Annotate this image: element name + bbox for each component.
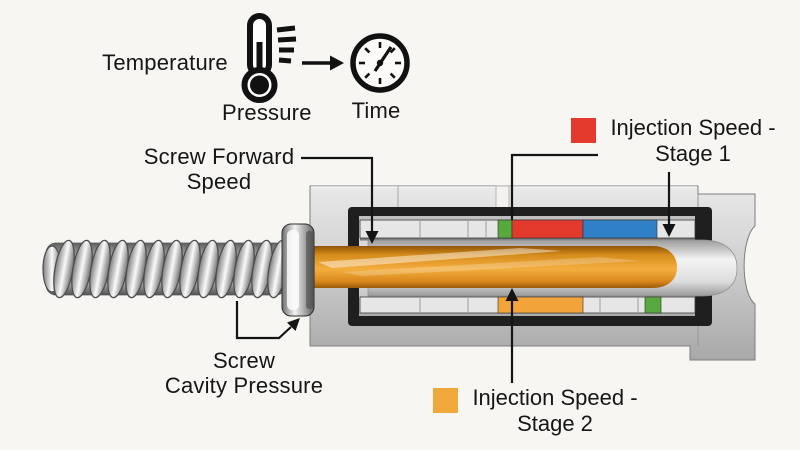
connector-arrowheads [287,224,676,331]
stage1-swatch [571,118,596,143]
top-band-shadow [360,238,695,241]
screw-forward-speed-arrowhead [365,231,379,244]
screw-forward-speed-label: Screw Forward Speed [138,144,300,194]
screw-forward-speed-line1: Screw Forward [143,144,295,169]
screw-cavity-pressure-line2: Cavity Pressure [164,373,324,398]
screw-collar [281,223,315,317]
thermometer-icon [233,12,299,106]
stage2-swatch [433,388,458,413]
legend-stage2-line2: - Stage 2 [517,385,638,436]
bottom-band [359,296,696,314]
screw-cavity-pressure-line1: Screw [212,348,276,373]
timer-gauge-icon [348,31,412,95]
cavity-pressure-arrowhead [287,318,300,331]
legend-stage1: Injection Speed - Stage 1 [571,115,781,167]
stage2-band-orange [497,296,584,314]
screw [42,239,289,299]
stage1-arrowhead [662,224,676,237]
stage1-elbow-connector [510,153,598,220]
legend-stage1-line2: - Stage 1 [655,115,776,166]
legend-stage1-line1: Injection Speed [610,115,763,140]
top-band-blue-segment [582,219,658,239]
melt-flow [312,246,677,288]
callout-connectors [235,153,671,383]
legend-stage2: Injection Speed - Stage 2 [433,385,643,437]
cavity-pressure-connector [235,301,292,340]
time-label: Time [351,98,401,123]
bottom-band-green-segment [644,296,662,314]
screw-forward-speed-connector [301,156,374,233]
stage1-band-red [511,219,584,239]
screw-cavity-pressure-label: Screw Cavity Pressure [162,348,326,398]
legend-stage2-line1: Injection Speed [472,385,625,410]
top-band-green-segment [497,219,513,239]
pressure-label: Pressure [222,100,312,125]
stage2-arrowhead [505,288,519,301]
top-band [359,219,696,239]
screw-forward-speed-line2: Speed [186,169,252,194]
right-arrow-icon [300,52,346,74]
temperature-label: Temperature [102,50,228,75]
